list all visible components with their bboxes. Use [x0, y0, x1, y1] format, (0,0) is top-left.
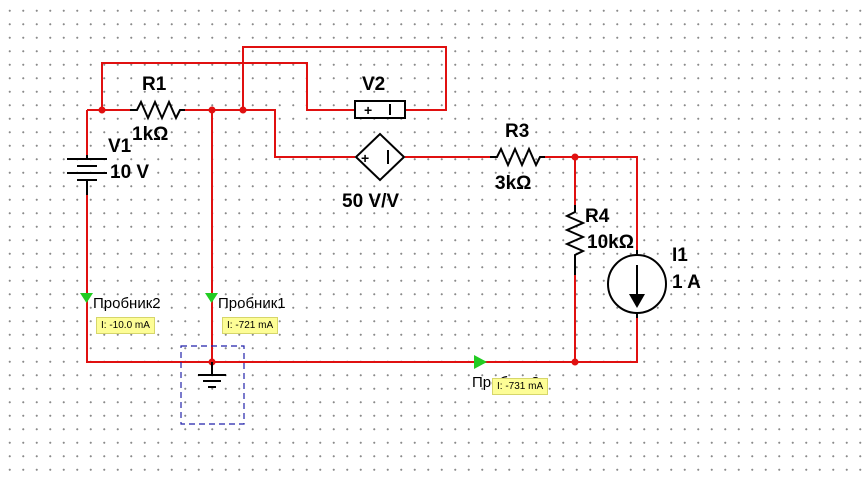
r1-value: 1kΩ [132, 124, 168, 145]
dependent-source-diamond [354, 132, 406, 182]
vcvs-v2[interactable]: + + V2 50 V/V [342, 74, 406, 212]
probe-2[interactable]: Пробник2 [80, 293, 161, 312]
junction-dot [571, 358, 579, 366]
r3-value: 3kΩ [495, 173, 531, 194]
v2-name: V2 [362, 74, 385, 95]
probe-arrow-icon [205, 293, 218, 303]
probe-1[interactable]: Пробник1 [205, 293, 286, 312]
probe-1-label: Пробник1 [218, 295, 286, 312]
ground-symbol[interactable] [180, 345, 245, 425]
junction-dot [239, 106, 247, 114]
probe-arrow-icon [80, 293, 93, 303]
selection-box [180, 345, 245, 425]
probe-2-label: Пробник2 [93, 295, 161, 312]
probe-2-reading: I: -10.0 mA [96, 317, 155, 334]
r4-value: 10kΩ [587, 232, 634, 253]
v2-gain: 50 V/V [342, 191, 399, 212]
i1-value: 1 A [672, 272, 701, 293]
r4-name: R4 [585, 206, 610, 227]
junction-dot [208, 106, 216, 114]
junction-dot [571, 153, 579, 161]
probe-1-reading: I: -721 mA [222, 317, 279, 334]
r1-name: R1 [142, 74, 167, 95]
resistor-r4[interactable]: R4 10kΩ [564, 205, 634, 275]
probe-arrow-icon [474, 355, 487, 369]
v2-control-port [354, 100, 406, 119]
probe-3-reading: I: -731 mA [492, 378, 549, 395]
resistor-r3[interactable]: R3 3kΩ [490, 121, 545, 194]
v1-value: 10 V [110, 162, 149, 183]
i1-name: I1 [672, 245, 688, 266]
r3-name: R3 [505, 121, 529, 142]
battery-v1[interactable]: V1 10 V [67, 136, 149, 195]
junctions [98, 106, 579, 366]
current-source-i1[interactable]: I1 1 A [607, 245, 701, 318]
plus-sign: + [361, 150, 369, 166]
junction-dot [98, 106, 106, 114]
wires [86, 46, 638, 375]
plus-sign: + [364, 102, 372, 118]
arrow-down-icon [629, 294, 645, 308]
resistor-r1[interactable]: R1 1kΩ [130, 74, 185, 145]
v1-name: V1 [108, 136, 132, 157]
